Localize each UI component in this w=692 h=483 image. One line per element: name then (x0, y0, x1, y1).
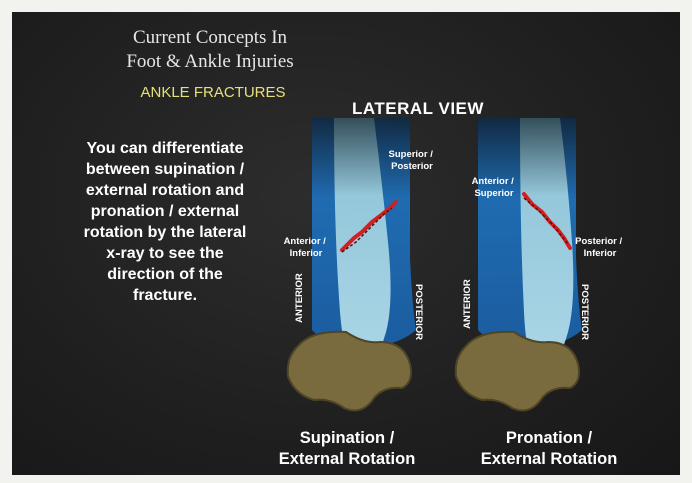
right-posterior-inferior-label: Posterior / Inferior (575, 236, 625, 259)
right-anterior-superior-label: Anterior / Superior (472, 176, 517, 199)
slide: Current Concepts In Foot & Ankle Injurie… (12, 12, 680, 475)
ankle-lateral-diagrams: Superior / Posterior Anterior / Inferior… (12, 12, 680, 475)
right-posterior-side-label: POSTERIOR (579, 284, 590, 340)
left-ankle-diagram: Superior / Posterior Anterior / Inferior… (284, 118, 436, 410)
left-anterior-inferior-label: Anterior / Inferior (284, 236, 329, 259)
left-talus-shape (288, 332, 411, 411)
right-ankle-diagram: Anterior / Superior Posterior / Inferior… (456, 118, 625, 410)
supination-caption: Supination / External Rotation (252, 428, 442, 470)
pronation-caption: Pronation / External Rotation (454, 428, 644, 470)
left-anterior-side-label: ANTERIOR (294, 273, 305, 323)
right-talus-shape (456, 332, 579, 411)
right-anterior-side-label: ANTERIOR (462, 279, 473, 329)
left-superior-posterior-label: Superior / Posterior (389, 149, 436, 172)
left-posterior-side-label: POSTERIOR (413, 284, 424, 340)
